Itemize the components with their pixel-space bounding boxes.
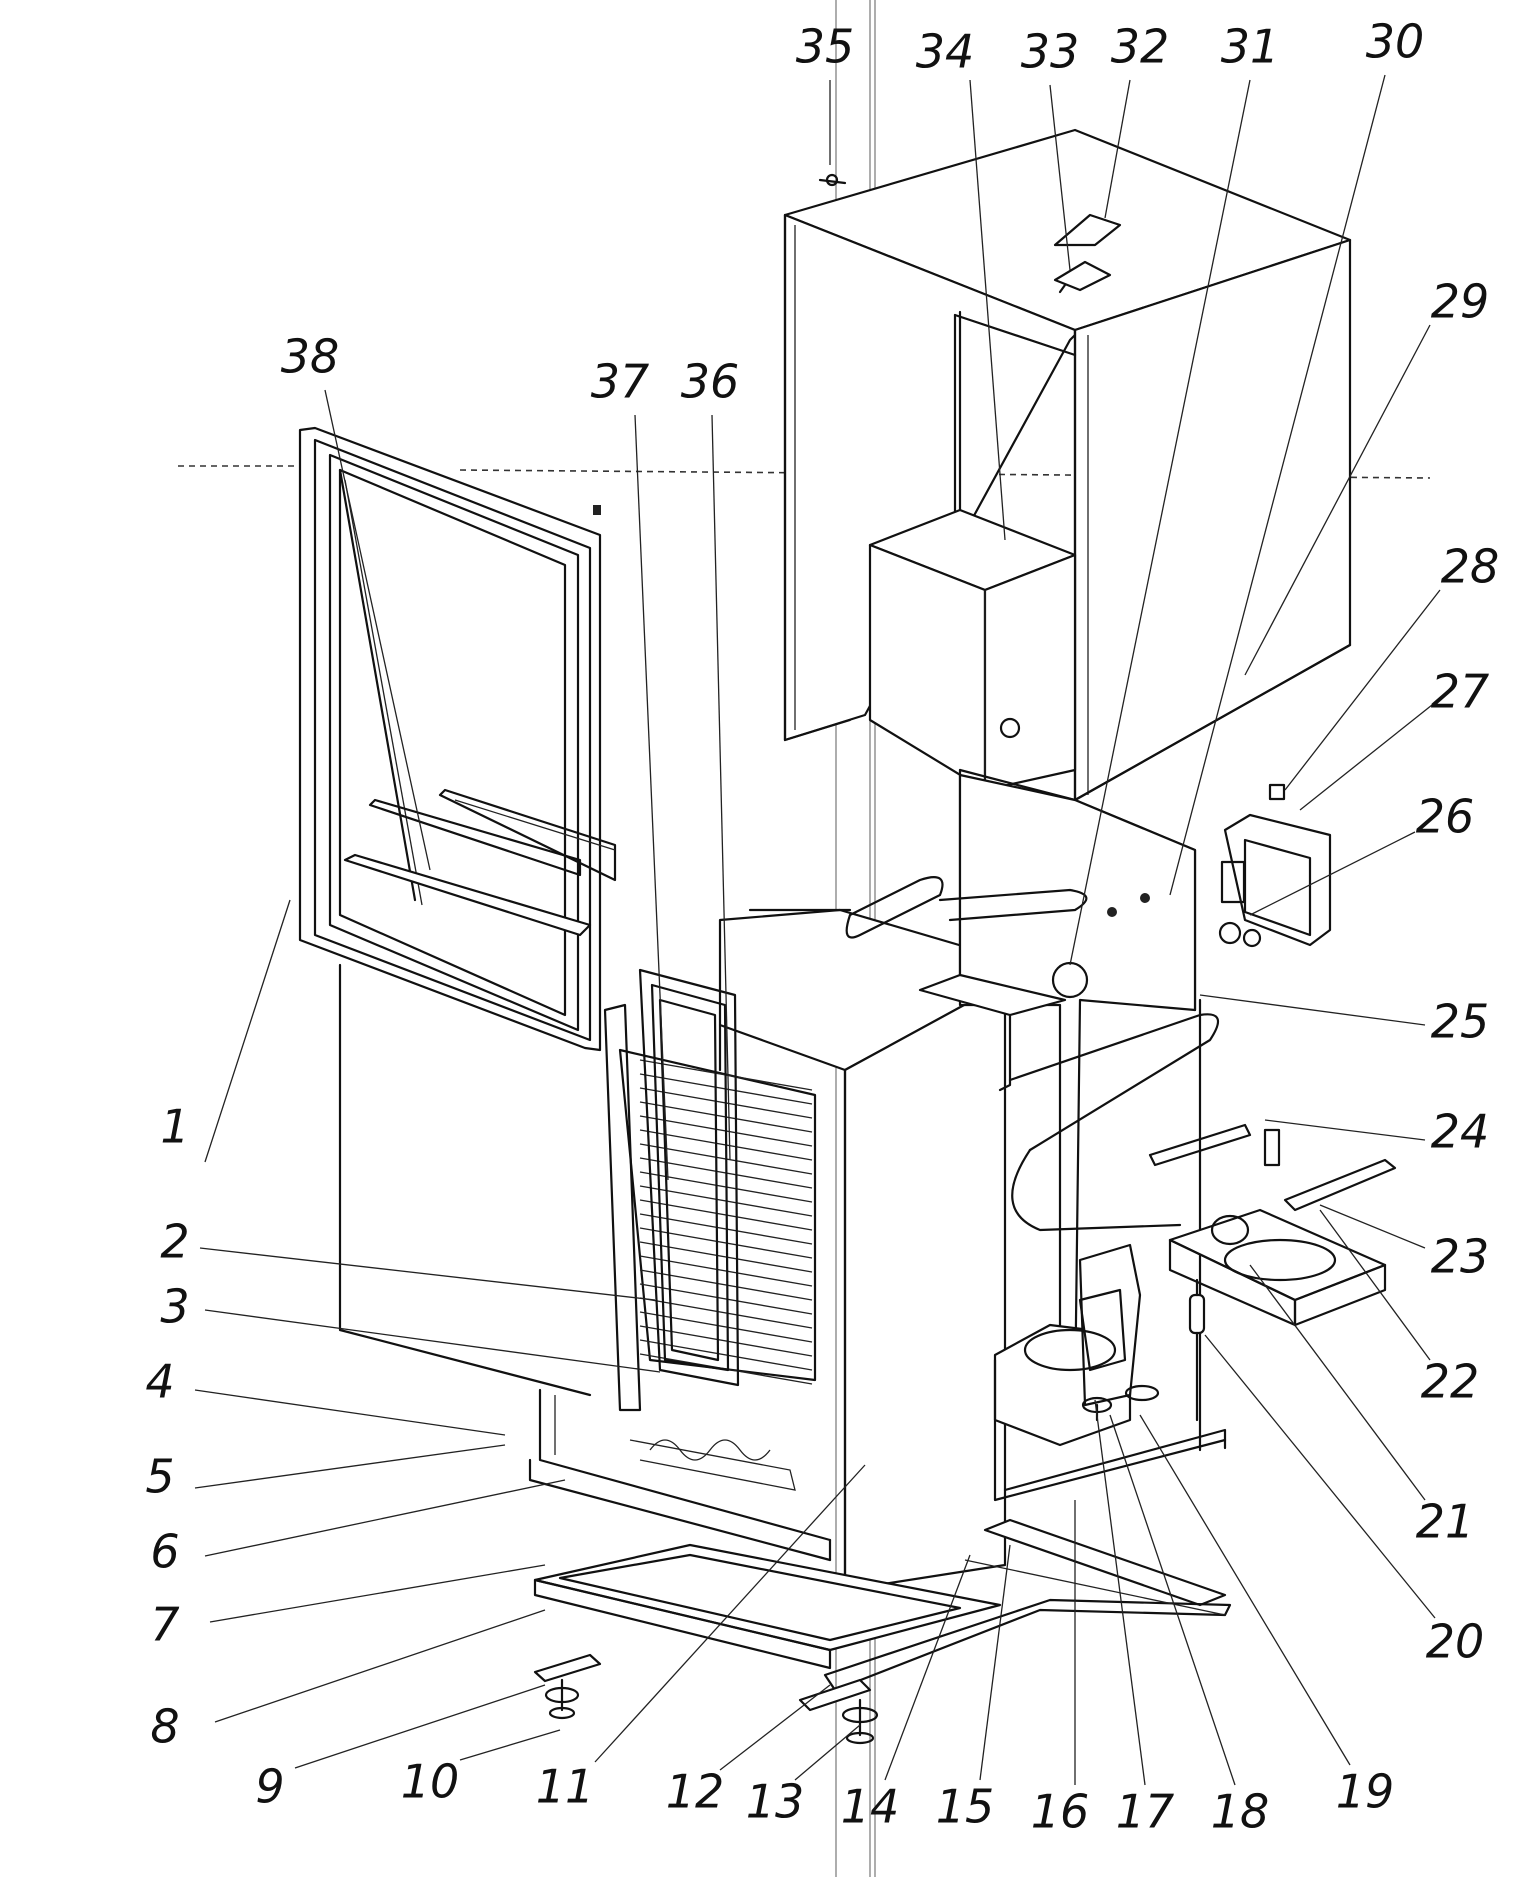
part-label-19: 19 xyxy=(1336,1765,1395,1819)
leader-line-3 xyxy=(204,1309,661,1373)
shelf-line xyxy=(639,1339,813,1371)
leader-line-18 xyxy=(1109,1414,1236,1786)
part-label-13: 13 xyxy=(746,1775,805,1829)
part-label-7: 7 xyxy=(150,1598,179,1652)
leader-line-5 xyxy=(194,1444,506,1489)
part-label-28: 28 xyxy=(1441,540,1500,594)
part-label-33: 33 xyxy=(1021,25,1080,79)
leader-line-14 xyxy=(884,1554,971,1781)
part-label-4: 4 xyxy=(145,1355,174,1409)
leader-line-25 xyxy=(1199,994,1426,1026)
part-label-2: 2 xyxy=(160,1215,189,1269)
part-label-10: 10 xyxy=(401,1755,460,1809)
leader-line-31 xyxy=(1069,79,1251,966)
leader-line-6 xyxy=(204,1479,566,1557)
leader-line-23 xyxy=(1319,1204,1426,1249)
part-label-5: 5 xyxy=(145,1450,174,1504)
leader-line-28 xyxy=(1284,589,1441,791)
part-label-1: 1 xyxy=(160,1100,189,1154)
leader-line-26 xyxy=(1249,831,1416,916)
part-label-38: 38 xyxy=(281,330,340,384)
leader-line-30 xyxy=(1169,74,1386,896)
leader-line-15 xyxy=(979,1544,1011,1781)
compressor-assembly xyxy=(993,1243,1227,1502)
part-label-37: 37 xyxy=(591,355,650,409)
leader-line-33 xyxy=(1049,84,1071,271)
part-label-16: 16 xyxy=(1031,1785,1090,1839)
part-label-32: 32 xyxy=(1111,20,1170,74)
main-cabinet xyxy=(338,768,1232,1692)
leader-line-37 xyxy=(634,414,669,1181)
shelf-line xyxy=(639,1297,813,1329)
leader-line-12 xyxy=(719,1684,831,1771)
part-label-18: 18 xyxy=(1211,1785,1270,1839)
part-label-35: 35 xyxy=(796,20,855,74)
part-label-23: 23 xyxy=(1431,1230,1490,1284)
leader-line-7 xyxy=(209,1564,546,1623)
leader-line-20 xyxy=(1204,1334,1436,1619)
leader-line-10 xyxy=(459,1729,561,1761)
leader-line-24 xyxy=(1264,1119,1426,1141)
part-label-11: 11 xyxy=(536,1760,595,1814)
part-label-15: 15 xyxy=(936,1780,995,1834)
part-label-24: 24 xyxy=(1431,1105,1490,1159)
part-label-8: 8 xyxy=(150,1700,179,1754)
leader-line-19 xyxy=(1139,1414,1351,1766)
leader-line-1 xyxy=(204,899,291,1163)
part-label-14: 14 xyxy=(841,1780,900,1834)
interior-shelving xyxy=(603,968,817,1491)
leader-line-11 xyxy=(594,1464,866,1763)
leader-line-4 xyxy=(194,1389,506,1436)
leader-line-17 xyxy=(1094,1399,1146,1786)
part-label-21: 21 xyxy=(1416,1495,1475,1549)
part-label-30: 30 xyxy=(1366,15,1425,69)
part-label-27: 27 xyxy=(1431,665,1490,719)
part-label-25: 25 xyxy=(1431,995,1490,1049)
part-label-17: 17 xyxy=(1116,1785,1175,1839)
part-label-36: 36 xyxy=(681,355,740,409)
shelf-line xyxy=(639,1325,813,1357)
part-label-12: 12 xyxy=(666,1765,725,1819)
part-label-34: 34 xyxy=(916,25,975,79)
part-label-26: 26 xyxy=(1416,790,1475,844)
leveling-feet xyxy=(533,1653,879,1745)
part-label-31: 31 xyxy=(1221,20,1280,74)
leader-line-27 xyxy=(1299,704,1433,811)
leader-line-8 xyxy=(214,1609,546,1723)
leader-line-2 xyxy=(199,1247,656,1301)
leader-line-36 xyxy=(711,414,731,1161)
leader-line-29 xyxy=(1244,324,1431,676)
part-label-22: 22 xyxy=(1421,1355,1480,1409)
part-label-9: 9 xyxy=(255,1760,284,1814)
leader-line-9 xyxy=(294,1684,546,1769)
leader-line-22 xyxy=(1319,1209,1431,1361)
leader-line-21 xyxy=(1249,1264,1426,1501)
part-label-29: 29 xyxy=(1431,275,1490,329)
leader-lines xyxy=(194,74,1441,1786)
top-cover xyxy=(783,128,1352,802)
leader-line-32 xyxy=(1104,79,1131,219)
shelf-line xyxy=(639,1283,813,1315)
part-label-6: 6 xyxy=(150,1525,179,1579)
door xyxy=(298,426,617,1052)
refrigeration-assembly xyxy=(748,773,1397,1452)
leader-line-13 xyxy=(794,1724,861,1781)
part-label-3: 3 xyxy=(160,1280,189,1334)
shelf-line xyxy=(639,1311,813,1343)
leader-line-34 xyxy=(969,79,1006,541)
leader-line-38 xyxy=(324,389,431,871)
part-label-20: 20 xyxy=(1426,1615,1485,1669)
